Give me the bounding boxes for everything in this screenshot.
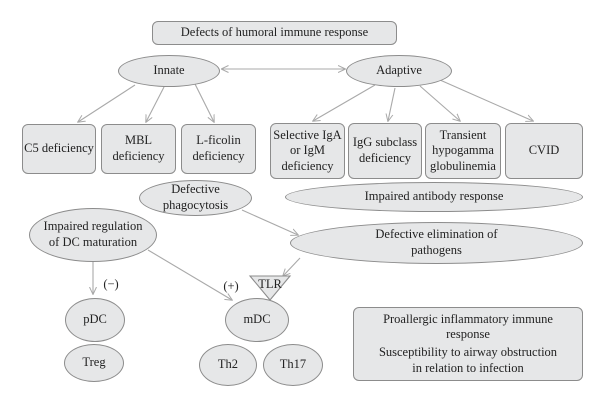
plus-sign-label: (+)	[223, 278, 239, 293]
pdc-label: pDC	[83, 312, 107, 327]
arrow-adaptive-igg	[388, 87, 396, 121]
impaired-antibody-response-label: Impaired antibody response	[364, 189, 504, 204]
minus-sign: (−)	[98, 276, 124, 292]
igg-subclass-label: IgG subclass deficiency	[352, 135, 418, 165]
tlr-text: TLR	[258, 277, 282, 291]
treg-label: Treg	[82, 355, 106, 370]
mbl-deficiency-box: MBL deficiency	[101, 124, 176, 174]
outcome-line-1: Proallergic inflammatory immune response	[383, 311, 553, 342]
transient-hypogamma-box: Transient hypogamma globulinemia	[425, 123, 501, 179]
arrow-innate-c5	[78, 84, 136, 122]
adaptive-label: Adaptive	[376, 63, 422, 78]
arrow-adaptive-transient	[419, 85, 460, 121]
selective-iga-igm-label: Selective IgA or IgM deficiency	[273, 127, 342, 173]
minus-sign-label: (−)	[103, 276, 119, 291]
impaired-antibody-response-node: Impaired antibody response	[285, 182, 583, 212]
mdc-node: mDC	[225, 298, 289, 342]
tlr-label: TLR	[250, 277, 290, 292]
th17-label: Th17	[279, 357, 307, 372]
defective-phagocytosis-label: Defective phagocytosis	[162, 182, 229, 212]
impaired-dc-regulation-node: Impaired regulation of DC maturation	[29, 208, 157, 262]
title-box: Defects of humoral immune response	[152, 21, 397, 45]
mbl-deficiency-label: MBL deficiency	[112, 133, 165, 163]
arrow-adaptive-cvid	[439, 79, 533, 121]
treg-node: Treg	[64, 344, 124, 382]
pdc-node: pDC	[65, 298, 125, 342]
arrow-elimination-tlr	[283, 257, 301, 276]
th17-node: Th17	[263, 344, 323, 386]
outcome-text: Proallergic inflammatory immune response…	[368, 312, 568, 377]
arrow-dc-mdc	[147, 249, 232, 300]
innate-label: Innate	[153, 63, 185, 78]
arrow-adaptive-iga	[313, 84, 376, 121]
cvid-box: CVID	[505, 123, 583, 179]
title-text: Defects of humoral immune response	[180, 25, 369, 40]
igg-subclass-box: IgG subclass deficiency	[348, 123, 422, 179]
outcome-line-2: Susceptibility to airway obstruction in …	[378, 345, 558, 375]
impaired-dc-regulation-label: Impaired regulation of DC maturation	[43, 219, 143, 249]
th2-label: Th2	[217, 357, 239, 372]
c5-deficiency-label: C5 deficiency	[24, 141, 94, 156]
defective-phagocytosis-node: Defective phagocytosis	[139, 180, 252, 216]
outcome-box: Proallergic inflammatory immune response…	[353, 307, 583, 381]
mdc-label: mDC	[243, 312, 271, 327]
cvid-label: CVID	[528, 143, 560, 158]
c5-deficiency-box: C5 deficiency	[22, 124, 96, 174]
tlr-triangle	[248, 275, 292, 301]
arrow-innate-mbl	[146, 86, 165, 122]
defective-elimination-node: Defective elimination of pathogens	[290, 222, 583, 264]
l-ficolin-deficiency-label: L-ficolin deficiency	[192, 133, 245, 163]
arrow-phagocytosis-elimination	[241, 209, 298, 235]
arrow-innate-lficolin	[194, 83, 214, 122]
l-ficolin-deficiency-box: L-ficolin deficiency	[181, 124, 256, 174]
transient-hypogamma-label: Transient hypogamma globulinemia	[430, 127, 496, 173]
defective-elimination-label: Defective elimination of pathogens	[375, 227, 498, 257]
plus-sign: (+)	[218, 278, 244, 294]
selective-iga-igm-box: Selective IgA or IgM deficiency	[270, 123, 345, 179]
adaptive-node: Adaptive	[346, 55, 452, 87]
th2-node: Th2	[199, 344, 257, 386]
innate-node: Innate	[118, 55, 220, 87]
